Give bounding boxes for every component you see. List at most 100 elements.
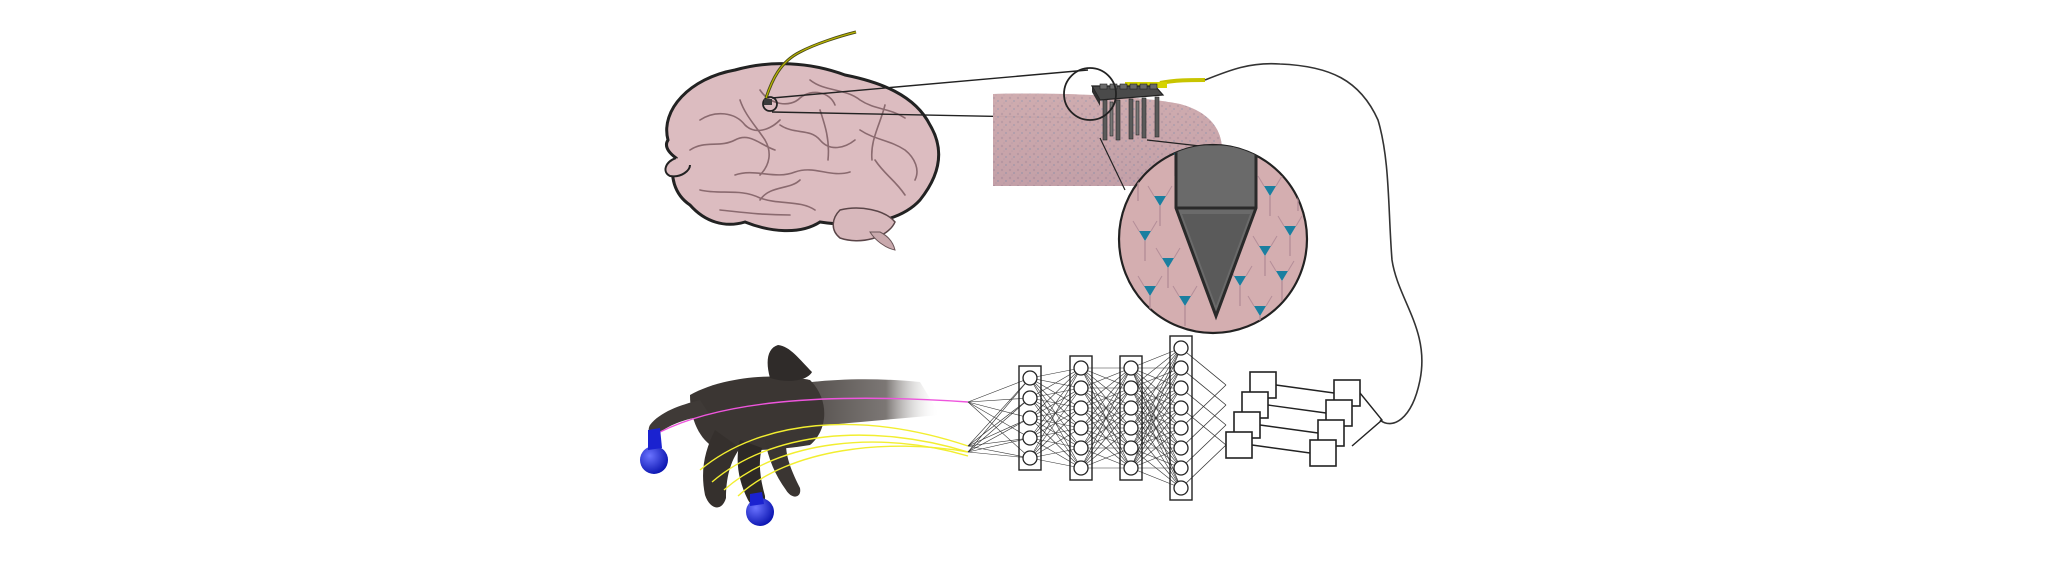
network-node [1022,370,1038,386]
network-edge [1029,367,1082,399]
network-edge [1130,347,1182,409]
network-node [1022,410,1038,426]
neuron-cell [1252,235,1278,276]
signal-cable [1204,62,1423,425]
neuron-cell [1269,260,1295,301]
electrode-shanks [1102,96,1160,141]
network-edge [1130,347,1182,389]
network-node [1123,360,1139,376]
network-node [1123,380,1139,396]
network-edge [1130,367,1182,469]
network-node [1073,460,1089,476]
network-node [1123,460,1139,476]
brain-illustration [664,30,941,251]
neuron-cell [1137,275,1163,316]
layer-frame [1018,365,1042,471]
network-node [1173,480,1189,496]
neuron-cell [1147,185,1173,226]
input-edge [967,377,1031,447]
network-node [1022,450,1038,466]
network-edge [1080,407,1132,469]
fully-connected-network [967,335,1227,501]
neuron-cell [1277,215,1303,256]
network-node [1073,380,1089,396]
thumb [767,345,812,381]
palm [690,376,825,451]
network-edge [1029,457,1082,469]
brain-stem [869,231,896,251]
network-edge [1029,367,1082,379]
output-edge [1180,444,1227,489]
network-edge [1080,427,1132,469]
network-edge [1130,347,1182,369]
stacked-recurrent-blocks [1225,371,1383,467]
network-node [1173,340,1189,356]
network-node [1073,400,1089,416]
virtual-hand [640,345,969,526]
network-edge [1029,407,1082,459]
network-edge [1130,427,1182,469]
array-pads [1099,83,1158,90]
network-node [1173,380,1189,396]
network-edge [1029,427,1082,459]
network-edge [1130,347,1182,429]
network-node [1173,420,1189,436]
output-edge [1180,367,1227,406]
layer-frame [1119,355,1143,481]
network-edge [1080,367,1132,469]
network-node [1073,360,1089,376]
network-edge [1130,467,1182,489]
network-node [1073,420,1089,436]
network-edge [1080,367,1132,429]
network-edge [1029,367,1082,439]
input-edge [967,397,1031,453]
input-edge [967,377,1031,453]
network-node [1123,420,1139,436]
network-edge [1029,367,1082,459]
network-node [1173,360,1189,376]
network-edge [1130,407,1182,469]
block-connectors [1251,384,1383,454]
neuron-cell [1132,220,1158,261]
frontal-tip [664,157,691,178]
network-edge [1080,367,1132,449]
output-edge [1180,384,1227,429]
network-edge [1130,347,1182,449]
network-edge [1080,367,1132,389]
input-edge [967,451,1031,459]
network-edge [1130,347,1182,469]
network-edge [1080,447,1132,469]
network-edge [1080,387,1132,469]
trajectory-traces [659,397,969,497]
network-edge [1029,447,1082,459]
output-edge [1180,404,1227,449]
network-node [1173,440,1189,456]
fingertip-markers [640,428,774,526]
network-edge [1130,387,1182,469]
electrode-tip [1174,145,1258,321]
array-magnifier [1063,67,1117,121]
network-node [1173,460,1189,476]
neuron-cell [1257,175,1283,216]
implant-site [762,96,778,112]
network-node [1073,440,1089,456]
neuron-cell [1172,285,1198,326]
network-node [1022,430,1038,446]
network-node [1022,390,1038,406]
neuron-cell [1155,247,1181,288]
network-edge [1029,387,1082,459]
network-edge [1029,367,1082,419]
network-node [1173,400,1189,416]
input-edge [967,445,1031,459]
network-node [1123,440,1139,456]
network-edge [1080,367,1132,409]
magnify-lines [1099,137,1201,191]
output-edge [1180,347,1227,386]
layer-frame [1069,355,1093,481]
network-node [1123,400,1139,416]
output-edge [1180,424,1227,469]
microelectrode-array [1063,67,1206,141]
network-edge [1130,447,1182,469]
input-edge [967,417,1031,453]
